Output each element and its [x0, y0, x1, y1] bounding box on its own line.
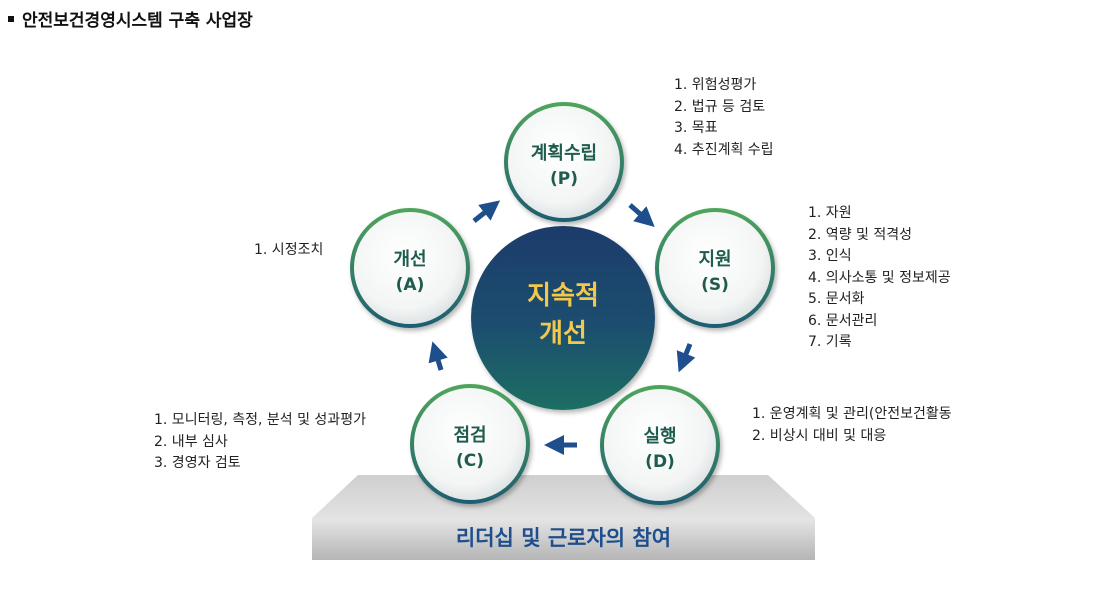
- arrow-check-to-act-icon: [428, 341, 448, 371]
- list-item: 1. 모니터링, 측정, 분석 및 성과평가: [154, 412, 366, 428]
- list-item: 3. 인식: [808, 248, 852, 264]
- node-act-label: 개선 (A): [355, 248, 465, 298]
- node-check-code: (C): [455, 451, 484, 471]
- node-do-title: 실행: [643, 426, 677, 447]
- center-label-line2: 개선: [539, 319, 587, 349]
- arrow-act-to-plan-icon: [472, 200, 501, 223]
- list-item: 4. 의사소통 및 정보제공: [808, 269, 951, 286]
- list-item: 1. 자원: [808, 205, 852, 221]
- list-item: 2. 역량 및 적격성: [808, 226, 912, 243]
- node-support-code: (S): [701, 275, 729, 295]
- list-item: 2. 법규 등 검토: [674, 98, 766, 115]
- node-support-label: 지원 (S): [660, 248, 770, 298]
- arrow-plan-to-support-icon: [628, 203, 655, 227]
- node-act-title: 개선: [393, 249, 427, 270]
- check-item-list: 1. 모니터링, 측정, 분석 및 성과평가 2. 내부 심사 3. 경영자 검…: [154, 410, 366, 475]
- node-do-circle: [600, 385, 720, 505]
- center-label: 지속적 개선: [472, 277, 654, 353]
- list-item: 2. 비상시 대비 및 대응: [752, 427, 887, 444]
- support-item-list: 1. 자원 2. 역량 및 적격성 3. 인식 4. 의사소통 및 정보제공 5…: [808, 203, 951, 354]
- node-support-title: 지원: [698, 249, 732, 270]
- center-label-line1: 지속적: [527, 281, 599, 311]
- node-support-circle: [655, 208, 775, 328]
- title-bullet-icon: [8, 15, 14, 22]
- list-item: 1. 운영계획 및 관리(안전보건활동: [752, 406, 952, 422]
- list-item: 6. 문서관리: [808, 312, 878, 329]
- node-plan-title: 계획수립: [530, 143, 598, 164]
- list-item: 3. 목표: [674, 120, 718, 136]
- list-item: 4. 추진계획 수립: [674, 141, 774, 158]
- node-check-label: 점검 (C): [415, 424, 525, 474]
- list-item: 5. 문서화: [808, 291, 865, 307]
- node-plan-label: 계획수립 (P): [509, 142, 619, 192]
- do-item-list: 1. 운영계획 및 관리(안전보건활동 2. 비상시 대비 및 대응: [752, 404, 952, 447]
- arrow-support-to-do-icon: [676, 343, 696, 373]
- node-plan-code: (P): [550, 169, 578, 189]
- list-item: 1. 시정조치: [254, 242, 324, 258]
- base-label: 리더십 및 근로자의 참여: [455, 526, 672, 550]
- node-act-code: (A): [395, 275, 425, 295]
- node-act-circle: [350, 208, 470, 328]
- center-circle: [471, 226, 655, 410]
- node-do-code: (D): [645, 452, 675, 472]
- page-title-text: 안전보건경영시스템 구축 사업장: [22, 11, 253, 31]
- node-check-title: 점검: [453, 425, 487, 446]
- node-do-label: 실행 (D): [605, 425, 715, 475]
- list-item: 2. 내부 심사: [154, 433, 228, 450]
- list-item: 7. 기록: [808, 334, 852, 350]
- node-plan-circle: [504, 102, 624, 222]
- list-item: 3. 경영자 검토: [154, 455, 241, 471]
- plan-item-list: 1. 위험성평가 2. 법규 등 검토 3. 목표 4. 추진계획 수립: [674, 75, 774, 161]
- node-check-circle: [410, 384, 530, 504]
- act-item-list: 1. 시정조치: [254, 240, 323, 262]
- page-title: 안전보건경영시스템 구축 사업장: [8, 6, 253, 31]
- list-item: 1. 위험성평가: [674, 77, 757, 93]
